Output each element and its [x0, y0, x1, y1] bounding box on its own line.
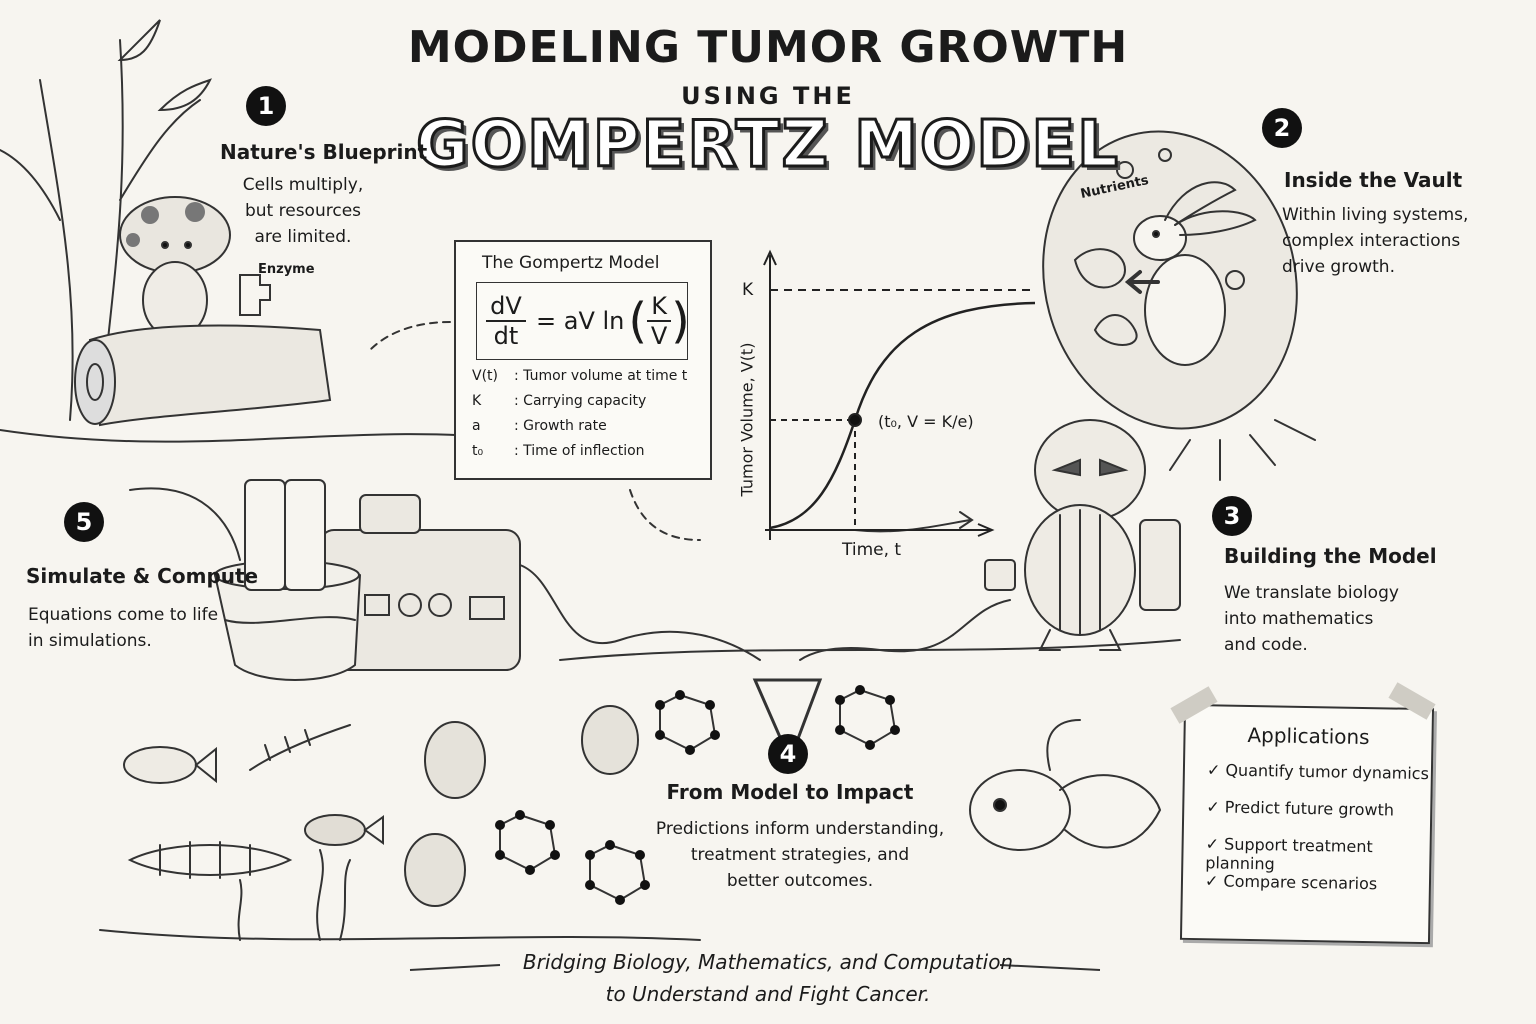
section-5-badge: 5	[64, 502, 104, 542]
title-line-1: MODELING TUMOR GROWTH	[407, 22, 1129, 73]
section-1-heading: Nature's Blueprint	[220, 140, 428, 164]
enzyme-label: Enzyme	[258, 262, 315, 277]
fish	[304, 814, 366, 846]
gompertz-chart	[763, 249, 1036, 540]
equation-card	[454, 240, 712, 480]
beaker	[214, 574, 361, 681]
tree-trunk	[0, 39, 201, 421]
application-item: ✓ Compare scenarios	[1204, 871, 1378, 894]
equation-frac-denominator: V	[650, 322, 668, 350]
title-line-3: GOMPERTZ MODEL	[415, 107, 1120, 184]
application-item: ✓ Support treatment planning	[1205, 834, 1373, 874]
mini-robot	[424, 721, 486, 799]
equation-title: The Gompertz Model	[482, 253, 660, 273]
applications-title: Applications	[1247, 722, 1370, 750]
dashed-connector	[369, 321, 451, 351]
application-item: ✓ Quantify tumor dynamics	[1206, 760, 1430, 784]
section-1-badge: 1	[246, 86, 286, 126]
section-2-badge: 2	[1262, 108, 1302, 148]
fish	[123, 746, 197, 784]
puzzle-piece	[239, 274, 271, 316]
equation-lhs-denominator: dt	[493, 322, 519, 350]
fish-skeleton	[249, 724, 351, 771]
k-tick-label: K	[742, 280, 754, 300]
log	[88, 324, 332, 427]
dashed-connector	[629, 489, 701, 541]
footer-rule	[409, 964, 1101, 971]
ground	[0, 429, 1181, 941]
goldfish	[969, 769, 1071, 851]
section-2-heading: Inside the Vault	[1284, 168, 1463, 192]
y-axis	[763, 249, 777, 540]
mini-robot	[581, 705, 639, 775]
growth-curve	[769, 301, 1036, 530]
down-arrow	[752, 678, 823, 764]
section-3-badge: 3	[1212, 496, 1252, 536]
mini-robot	[404, 833, 466, 907]
section-3-heading: Building the Model	[1224, 544, 1437, 568]
section-4-text: Predictions inform understanding,treatme…	[655, 819, 945, 891]
fish-skeleton	[127, 841, 293, 879]
applications-card: Applications ✓ Quantify tumor dynamics ✓…	[1179, 703, 1435, 945]
inflection-label: (t₀, V = K/e)	[878, 412, 974, 431]
seaweed	[237, 849, 351, 941]
cable	[799, 599, 1011, 661]
leaf	[117, 19, 212, 112]
rabbit-body	[1144, 254, 1226, 366]
title-line-2: USING THE	[681, 82, 855, 110]
application-item: ✓ Predict future growth	[1206, 797, 1395, 820]
equation-legend: V(t): Tumor volume at time t K: Carrying…	[472, 368, 688, 459]
gompertz-equation: dV dt = aV ln ( K V )	[486, 292, 690, 350]
equation-frac-numerator: K	[651, 292, 667, 320]
section-5-heading: Simulate & Compute	[26, 564, 259, 588]
fraction-bar	[486, 320, 526, 322]
footer-tagline: Bridging Biology, Mathematics, and Compu…	[522, 950, 1014, 1006]
curve-arrow	[854, 511, 974, 533]
section-2-text: Within living systems,complex interactio…	[1282, 205, 1469, 277]
section-4-badge: 4	[768, 734, 808, 774]
equation-rhs: = aV ln	[536, 307, 625, 335]
section-4-heading: From Model to Impact	[666, 780, 914, 804]
x-axis-label: Time, t	[842, 540, 902, 560]
cable	[129, 487, 241, 561]
y-axis-label: Tumor Volume, V(t)	[737, 342, 757, 497]
cable	[519, 564, 761, 661]
inflection-point	[848, 413, 862, 427]
fraction-bar	[647, 320, 672, 322]
x-axis	[765, 523, 995, 537]
equation-frame	[476, 282, 688, 360]
equation-lhs-numerator: dV	[490, 292, 522, 320]
